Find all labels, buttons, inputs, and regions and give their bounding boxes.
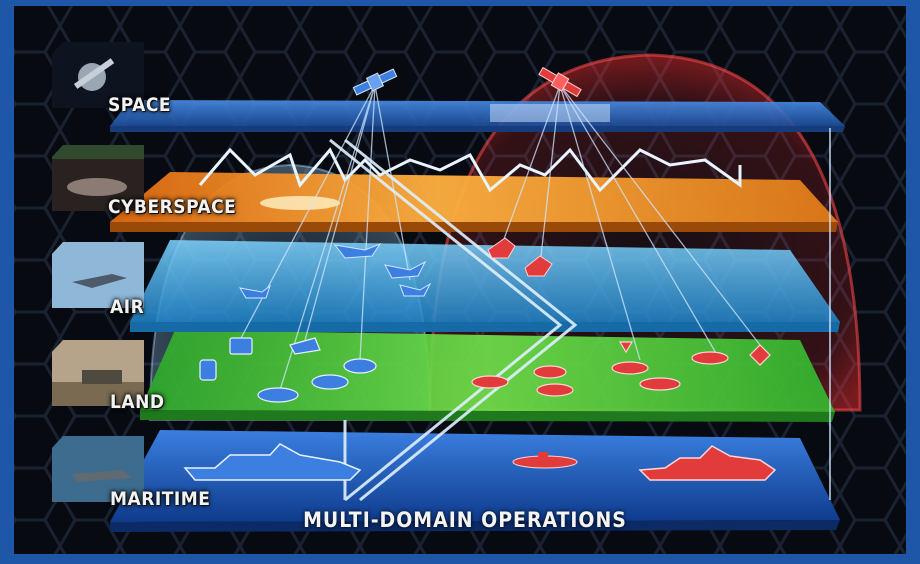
ground-unit-icon xyxy=(199,337,377,403)
aircraft-icon xyxy=(487,237,553,277)
domain-label-air: AIR xyxy=(110,296,145,318)
domain-label-space: SPACE xyxy=(108,94,172,116)
aircraft-icon xyxy=(239,242,432,299)
satellite-icon xyxy=(352,68,398,96)
diagram-caption: MULTI-DOMAIN OPERATIONS xyxy=(303,508,627,532)
submarine-icon xyxy=(512,452,578,469)
air-thumbnail xyxy=(52,242,144,308)
space-layer xyxy=(110,100,845,132)
ship-icon xyxy=(183,443,362,481)
link-rays xyxy=(239,84,761,391)
domain-label-maritime: MARITIME xyxy=(110,488,211,510)
domain-label-land: LAND xyxy=(110,391,165,413)
land-thumbnail xyxy=(52,340,144,406)
ground-unit-icon xyxy=(471,341,771,397)
mdo-chevron xyxy=(329,138,578,502)
space-thumbnail xyxy=(52,42,144,108)
satellite-icon xyxy=(538,66,582,98)
ship-icon xyxy=(638,445,777,481)
maritime-thumbnail xyxy=(52,436,144,502)
domain-label-cyberspace: CYBERSPACE xyxy=(108,196,237,218)
cyber-network-line xyxy=(198,147,742,193)
cyberspace-thumbnail xyxy=(52,145,144,211)
